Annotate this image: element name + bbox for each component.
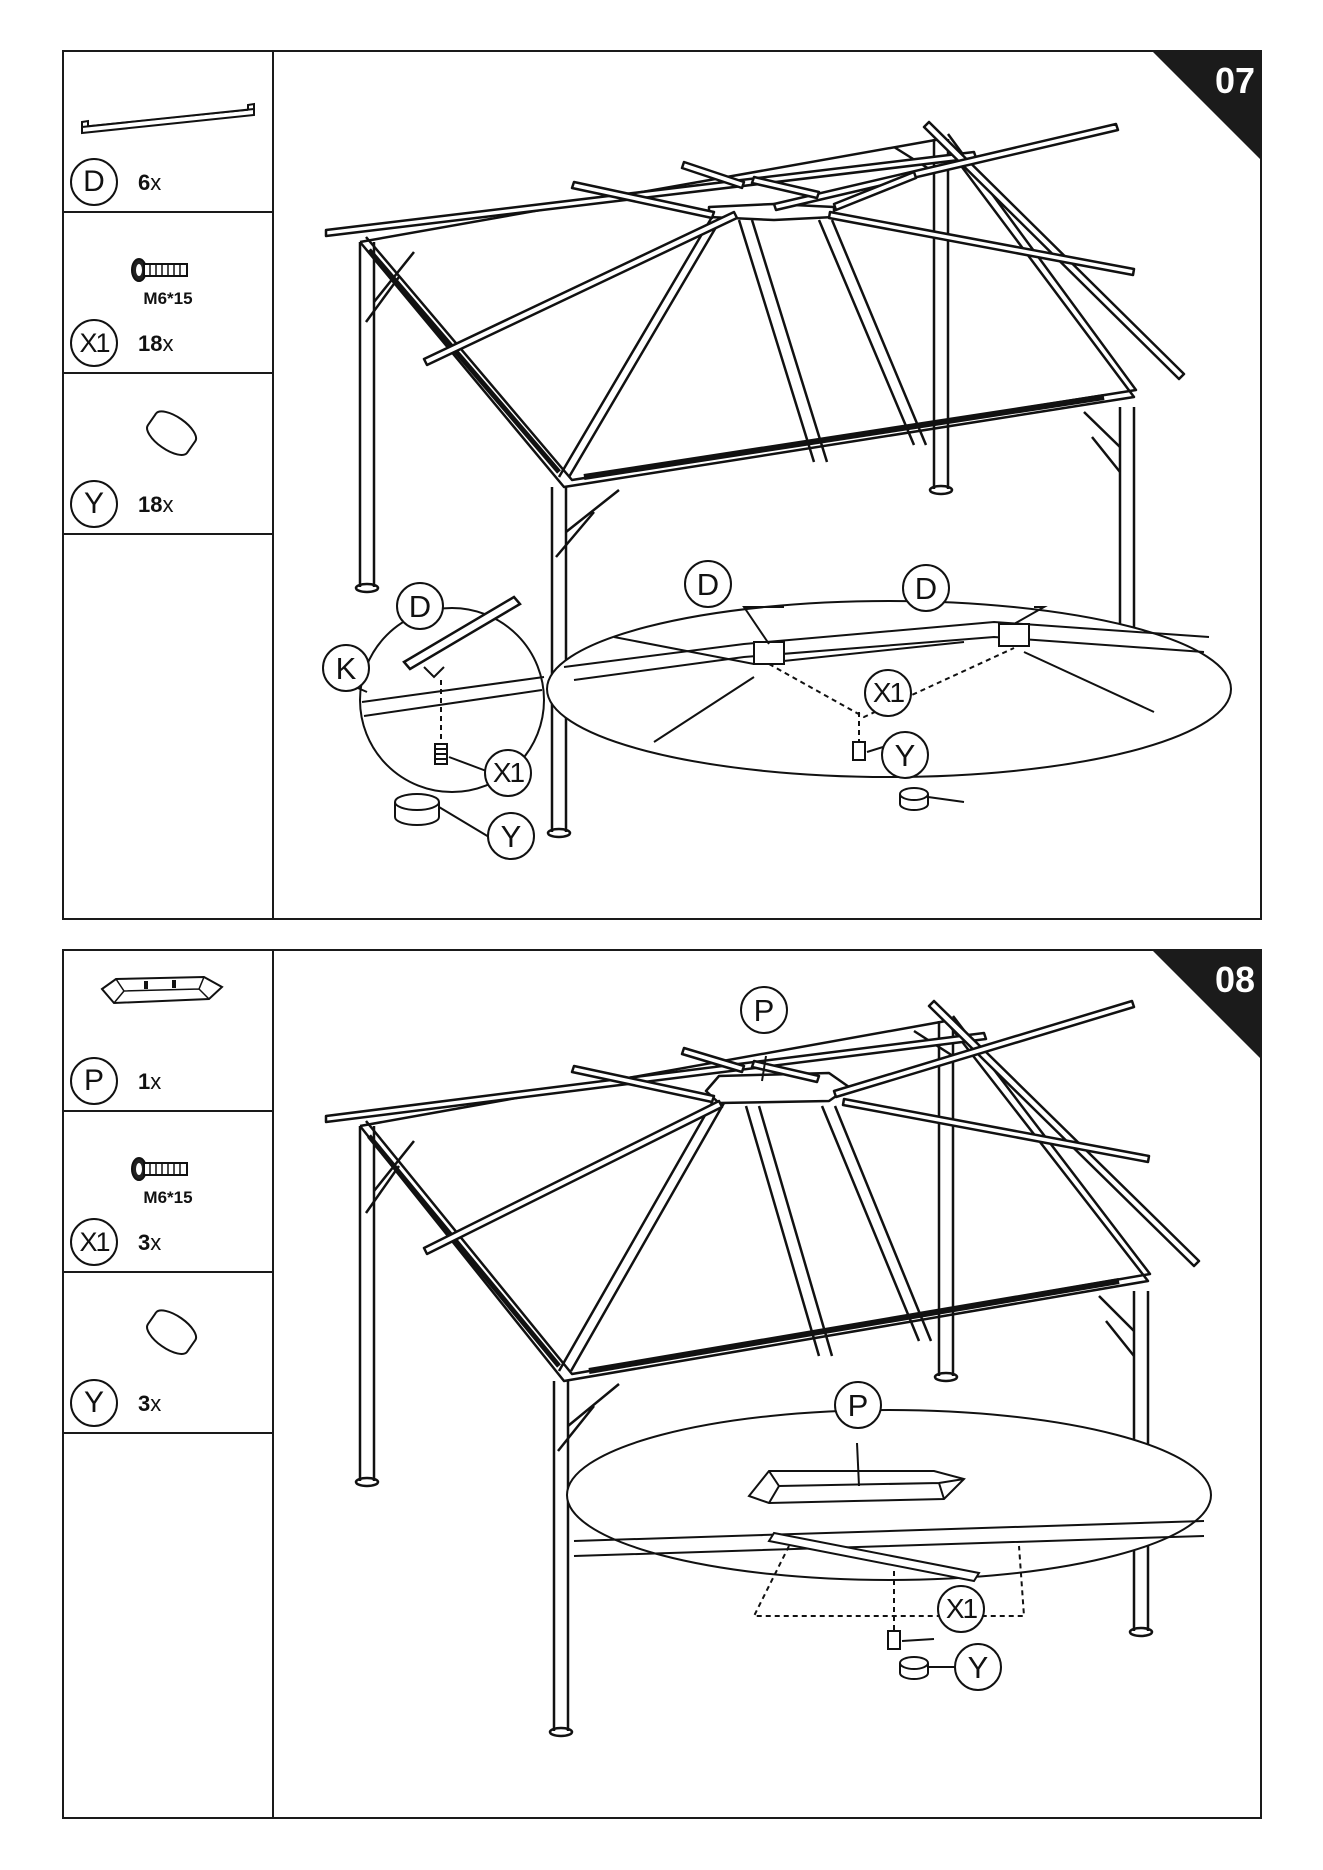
callout-p: P — [740, 986, 788, 1034]
qty-unit: x — [150, 1391, 161, 1416]
part-p: P 1x — [64, 951, 272, 1112]
part-label-badge: Y — [70, 480, 118, 528]
qty-unit: x — [150, 1069, 161, 1094]
part-d: D 6x — [64, 52, 272, 213]
qty-unit: x — [162, 492, 173, 517]
step-number: 07 — [1215, 60, 1255, 102]
qty-number: 3 — [138, 1391, 150, 1416]
qty-unit: x — [150, 1230, 161, 1255]
part-label-badge: Y — [70, 1379, 118, 1427]
callout-y: Y — [487, 812, 535, 860]
step-number: 08 — [1215, 959, 1255, 1001]
assembly-drawing: 07 D K X1 Y D D X1 Y — [274, 52, 1259, 918]
part-label-badge: D — [70, 158, 118, 206]
step-08-panel: P 1x M6*15 X1 3x Y 3x — [62, 949, 1262, 1819]
callout-k: K — [322, 644, 370, 692]
callout-d: D — [902, 564, 950, 612]
step-07-panel: D 6x M6*15 X1 18x Y 18x — [62, 50, 1262, 920]
qty-number: 18 — [138, 492, 162, 517]
part-y: Y 18x — [64, 374, 272, 535]
callout-x1: X1 — [484, 749, 532, 797]
part-x1: M6*15 X1 18x — [64, 213, 272, 374]
part-label-badge: X1 — [70, 319, 118, 367]
part-quantity: 3x — [138, 1230, 161, 1256]
part-quantity: 3x — [138, 1391, 161, 1417]
part-quantity: 6x — [138, 170, 161, 196]
qty-number: 1 — [138, 1069, 150, 1094]
part-y: Y 3x — [64, 1273, 272, 1434]
assembly-drawing: 08 P P X1 Y — [274, 951, 1259, 1817]
gazebo-roof-frame-illustration — [274, 52, 1259, 917]
callout-d: D — [684, 560, 732, 608]
qty-number: 6 — [138, 170, 150, 195]
qty-unit: x — [150, 170, 161, 195]
bolt-spec: M6*15 — [64, 1188, 272, 1208]
part-quantity: 1x — [138, 1069, 161, 1095]
part-label-badge: P — [70, 1057, 118, 1105]
part-quantity: 18x — [138, 492, 173, 518]
part-x1: M6*15 X1 3x — [64, 1112, 272, 1273]
bolt-spec: M6*15 — [64, 289, 272, 309]
parts-sidebar: D 6x M6*15 X1 18x Y 18x — [64, 52, 274, 918]
qty-number: 3 — [138, 1230, 150, 1255]
parts-sidebar: P 1x M6*15 X1 3x Y 3x — [64, 951, 274, 1817]
callout-p: P — [834, 1381, 882, 1429]
callout-x1: X1 — [864, 669, 912, 717]
callout-y: Y — [954, 1643, 1002, 1691]
callout-y: Y — [881, 731, 929, 779]
qty-unit: x — [162, 331, 173, 356]
part-label-badge: X1 — [70, 1218, 118, 1266]
callout-x1: X1 — [937, 1585, 985, 1633]
part-quantity: 18x — [138, 331, 173, 357]
callout-d: D — [396, 582, 444, 630]
gazebo-roof-plate-illustration — [274, 951, 1259, 1816]
qty-number: 18 — [138, 331, 162, 356]
